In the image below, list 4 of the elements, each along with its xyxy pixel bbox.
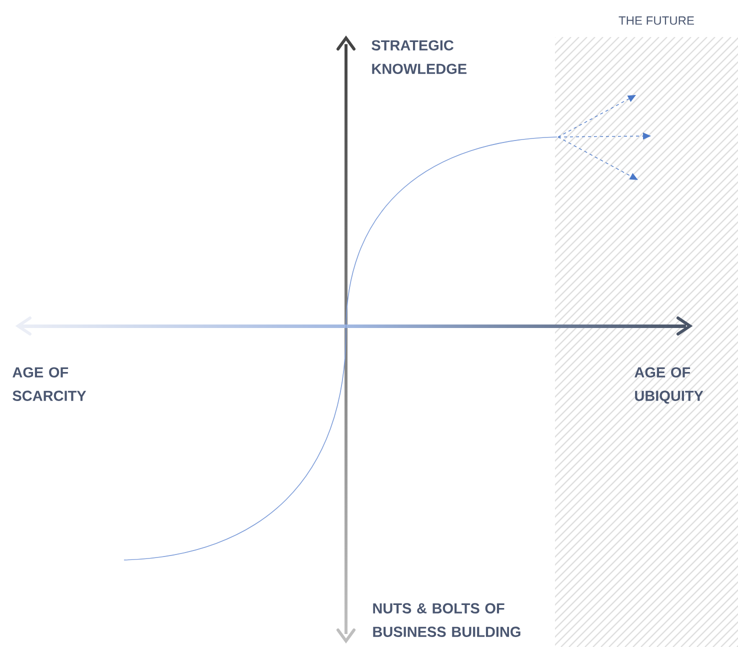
axis-label: STRATEGIC KNOWLEDGE: [372, 40, 466, 74]
axis-label: AGE OF UBIQUITY: [634, 367, 704, 404]
axis-label: AGE OF SCARCITY: [12, 367, 86, 401]
axis-label: NUTS & BOLTS OF BUSINESS BUILDING: [373, 603, 520, 637]
